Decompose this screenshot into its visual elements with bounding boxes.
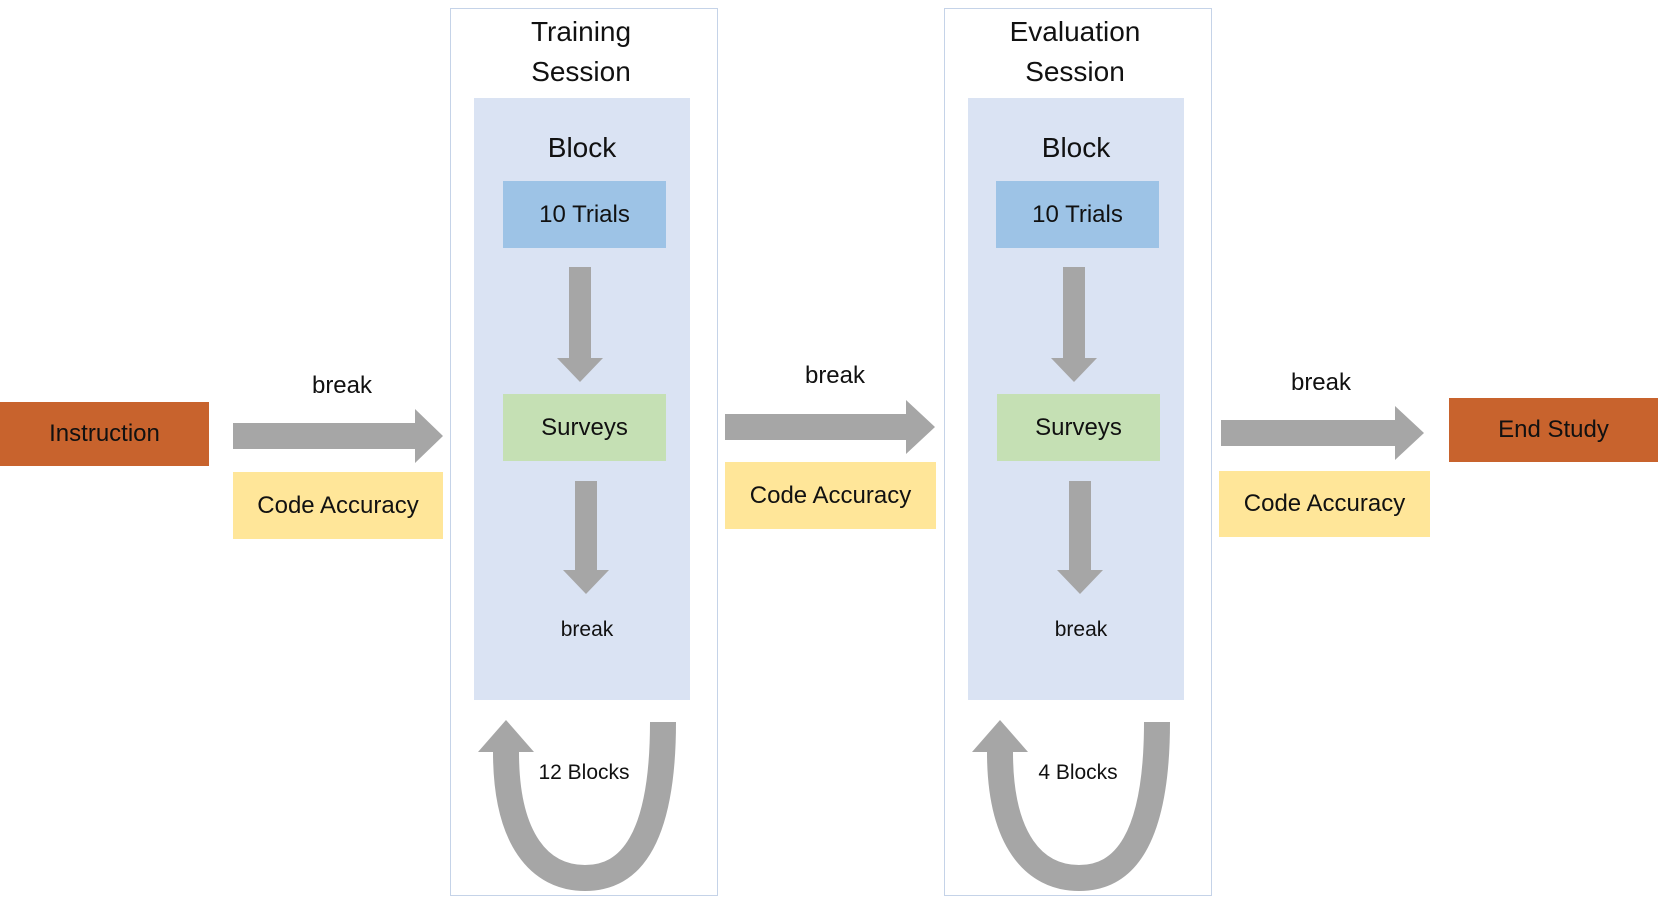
evaluation-trials-box: 10 Trials xyxy=(996,181,1159,248)
evaluation-title-line1: Evaluation xyxy=(1009,16,1141,47)
training-title-line2: Session xyxy=(531,56,631,87)
training-surveys-box: Surveys xyxy=(503,394,666,461)
training-block-label: Block xyxy=(547,132,617,163)
arrow-down-evaluation-1 xyxy=(1051,267,1097,382)
loop-arrow-evaluation xyxy=(987,721,1170,892)
evaluation-block-label: Block xyxy=(1041,132,1111,163)
loop-arrow-training xyxy=(493,721,676,892)
evaluation-repeat-label: 4 Blocks xyxy=(1038,761,1118,784)
break-label-3: break xyxy=(1290,369,1352,396)
evaluation-surveys-box: Surveys xyxy=(997,394,1160,461)
evaluation-trials-label: 10 Trials xyxy=(1032,200,1123,228)
code-accuracy-label-2: Code Accuracy xyxy=(749,481,912,509)
instruction-box: Instruction xyxy=(0,402,209,466)
code-accuracy-label-3: Code Accuracy xyxy=(1243,490,1406,517)
arrow-right-2 xyxy=(725,400,935,454)
break-label-1: break xyxy=(311,372,373,399)
end-study-label: End Study xyxy=(1498,416,1609,443)
arrow-down-training-2 xyxy=(563,481,609,594)
evaluation-break-label: break xyxy=(1054,618,1108,641)
training-trials-box: 10 Trials xyxy=(503,181,666,248)
training-title-line1: Training xyxy=(530,16,632,47)
code-accuracy-label-1: Code Accuracy xyxy=(257,491,419,519)
code-accuracy-box-2: Code Accuracy xyxy=(725,462,936,529)
training-repeat-label: 12 Blocks xyxy=(538,761,630,784)
arrow-right-3 xyxy=(1221,406,1424,460)
evaluation-surveys-label: Surveys xyxy=(1035,413,1122,441)
arrow-down-evaluation-2 xyxy=(1057,481,1103,594)
evaluation-session-title: Evaluation Session xyxy=(944,12,1206,92)
training-trials-label: 10 Trials xyxy=(539,200,630,228)
training-session-title: Training Session xyxy=(450,12,712,92)
training-break-label: break xyxy=(560,618,614,641)
arrow-right-1 xyxy=(233,409,443,463)
training-surveys-label: Surveys xyxy=(541,413,628,441)
code-accuracy-box-3: Code Accuracy xyxy=(1219,471,1430,537)
loop-arrowhead-evaluation xyxy=(972,720,1028,752)
instruction-label: Instruction xyxy=(49,420,160,447)
evaluation-title-line2: Session xyxy=(1025,56,1125,87)
arrow-down-training-1 xyxy=(557,267,603,382)
loop-arrowhead-training xyxy=(478,720,534,752)
end-study-box: End Study xyxy=(1449,398,1658,462)
code-accuracy-box-1: Code Accuracy xyxy=(233,472,443,539)
break-label-2: break xyxy=(804,362,866,389)
